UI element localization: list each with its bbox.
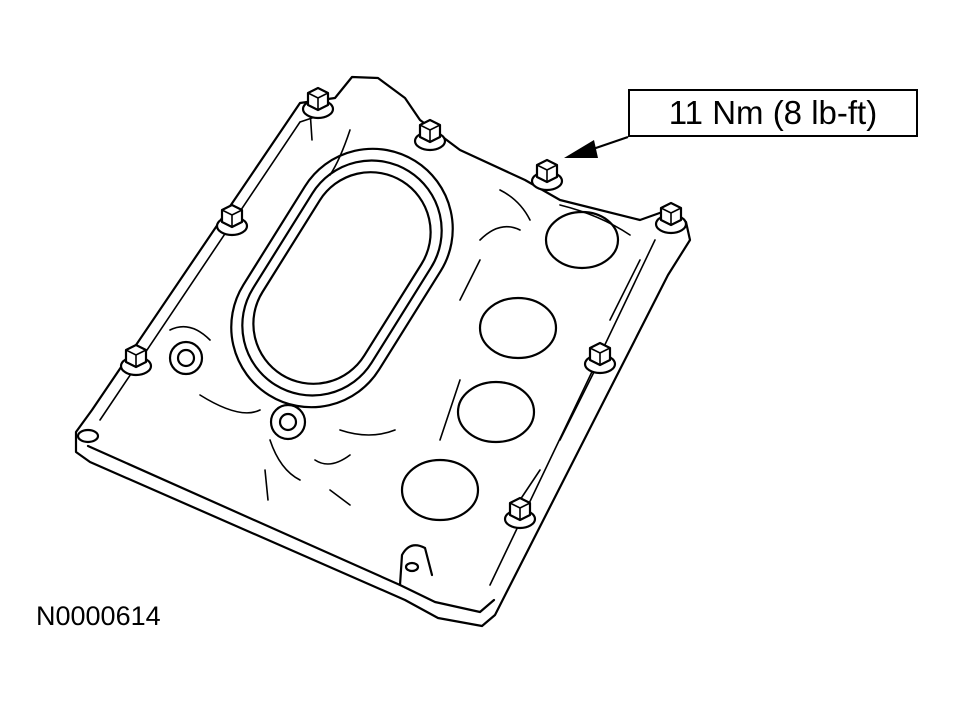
leader-arrow-icon	[564, 135, 629, 158]
bottom-lug	[398, 544, 434, 587]
figure-id-label: N0000614	[36, 601, 161, 631]
runner-port-2	[478, 296, 558, 360]
bottom-lug-hole	[404, 561, 420, 573]
bolt-6	[119, 343, 153, 377]
bolt-4	[654, 201, 688, 235]
runner-port-1	[544, 210, 620, 270]
bolt-8	[503, 496, 537, 530]
runner-port-3	[456, 380, 536, 444]
bolt-3	[530, 158, 564, 192]
boss-center	[269, 403, 307, 441]
throttle-opening	[230, 147, 454, 409]
torque-callout: 11 Nm (8 lb-ft)	[628, 89, 918, 137]
plate-lower-edge	[86, 444, 496, 614]
runner-port-4	[400, 458, 480, 522]
bolt-5	[215, 203, 249, 237]
bolt-2	[413, 118, 447, 152]
bolt-1	[301, 86, 335, 120]
casting-contours	[169, 109, 641, 506]
corner-lug-left	[76, 428, 100, 444]
bolt-7	[583, 341, 617, 375]
torque-callout-label: 11 Nm (8 lb-ft)	[668, 94, 878, 131]
boss-left	[168, 340, 204, 376]
